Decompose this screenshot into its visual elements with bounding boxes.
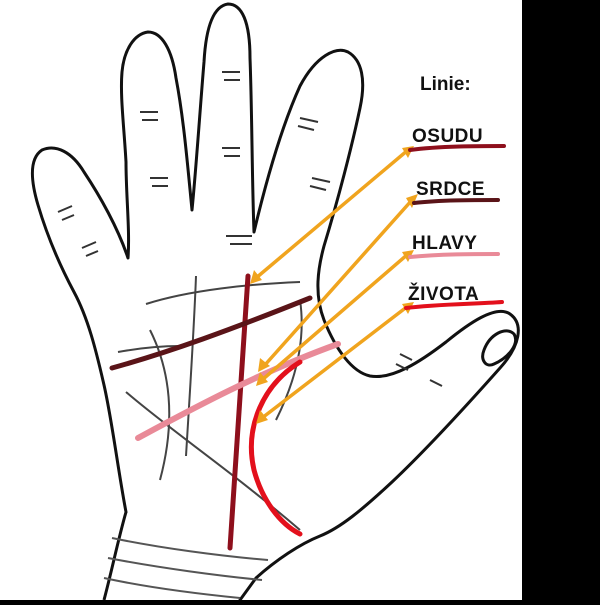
arrowhead-srdce-end [258, 358, 270, 372]
arrowhead-zivota-end [256, 410, 268, 424]
arrow-zivota [260, 304, 410, 420]
head-line [135, 341, 341, 441]
arrow-srdce [262, 198, 414, 368]
palm-lines [109, 273, 341, 551]
arrow-hlavy [260, 252, 410, 382]
legend-label-hlavy: HLAVY [412, 233, 478, 254]
underline-zivota [404, 300, 504, 310]
underline-hlavy [408, 252, 500, 259]
legend-title: Linie: [420, 74, 471, 95]
thumb-nail [481, 329, 517, 367]
underline-osudu [408, 144, 506, 152]
pointer-arrows [254, 148, 414, 420]
arrow-osudu [254, 148, 410, 280]
hand-outline [31, 2, 520, 602]
finger-creases [57, 71, 443, 387]
wrist-lines [103, 537, 269, 599]
arrowhead-srdce-start [406, 194, 418, 208]
legend-underlines [404, 144, 506, 310]
wrist-edge [102, 511, 128, 601]
legend-label-zivota: ŽIVOTA [408, 284, 480, 305]
arrowhead-hlavy-start [402, 250, 414, 262]
heart-line [109, 295, 313, 371]
legend-label-osudu: OSUDU [412, 126, 484, 147]
fate-line [227, 273, 251, 551]
life-line [248, 359, 303, 537]
arrowhead-hlavy-end [256, 372, 268, 386]
arrowhead-osudu-end [250, 270, 262, 284]
underline-srdce [412, 198, 500, 205]
legend-label-srdce: SRDCE [416, 179, 486, 200]
white-panel [0, 0, 522, 600]
